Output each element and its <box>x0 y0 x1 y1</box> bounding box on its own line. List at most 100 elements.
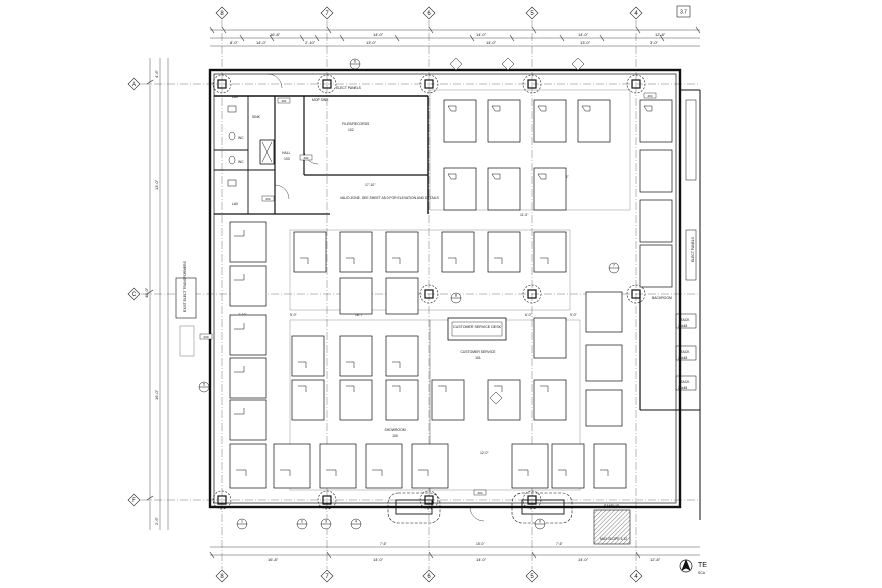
grid-bubble-C[interactable]: C <box>127 287 141 301</box>
room-backroom: BACKROOM <box>652 296 672 300</box>
svg-text:3.7: 3.7 <box>680 10 687 16</box>
dim-overall-5: 12'-8" <box>655 32 666 37</box>
svg-text:7: 7 <box>613 264 615 268</box>
grid-bubble-6-bottom[interactable]: 6 <box>422 569 436 583</box>
detail-tag-4[interactable]: 4 <box>350 518 362 530</box>
svg-text:203: 203 <box>265 197 270 201</box>
detail-tag-9[interactable]: 9 <box>534 518 546 530</box>
grid-bubble-7-bottom[interactable]: 7 <box>320 569 334 583</box>
detail-tag-6[interactable]: 6 <box>349 58 361 70</box>
dim-overall-1: 16'-8" <box>270 32 281 37</box>
detail-tag-1[interactable]: 1 <box>236 518 248 530</box>
dim-bottom-3: 14'-0" <box>476 557 487 562</box>
detail-tag-3[interactable]: 3 <box>320 518 332 530</box>
detail-tag-8[interactable]: 8 <box>450 292 462 304</box>
svg-text:F: F <box>132 498 136 504</box>
svg-text:SCA: SCA <box>698 571 706 575</box>
dim-int-12: 6'-0" <box>525 313 533 317</box>
svg-text:204: 204 <box>647 94 652 98</box>
dim-int-11: 12'-0" <box>480 451 489 455</box>
svg-text:MAX SLOPE 1:12: MAX SLOPE 1:12 <box>600 537 627 541</box>
detail-tag-7[interactable]: 7 <box>608 262 620 274</box>
svg-text:EXIST ELECT TRANSFORMERS: EXIST ELECT TRANSFORMERS <box>183 260 187 312</box>
row-grid-bubbles: A C F <box>127 77 141 507</box>
column-A7 <box>317 74 337 94</box>
section-marker-top-3[interactable] <box>571 57 585 71</box>
dim-overall-2: 14'-0" <box>373 32 384 37</box>
room-wc-2: WC <box>238 160 244 164</box>
svg-text:CUSTOMER SERVICE DESK: CUSTOMER SERVICE DESK <box>453 325 502 329</box>
column-F7 <box>317 490 337 510</box>
dim-left-overall: 48'-0" <box>144 287 149 298</box>
svg-text:8: 8 <box>220 574 224 580</box>
bed-unit-bottom-row <box>229 443 627 489</box>
section-marker-top-1[interactable] <box>449 57 463 71</box>
dim-top-6: 14'-0" <box>486 40 497 45</box>
dim-top-2: 14'-0" <box>256 40 267 45</box>
column-grid-bubbles-top: 8 7 6 5 4 3.7 <box>215 5 691 20</box>
bed-unit-right-col <box>585 291 623 427</box>
dim-bottom-detail-5: 7'-6" <box>556 542 564 546</box>
exist-transformers: EXIST ELECT TRANSFORMERS <box>175 260 197 357</box>
svg-text:6: 6 <box>354 60 356 64</box>
grid-bubble-A[interactable]: A <box>127 77 141 91</box>
door-tag-203: 203 <box>261 195 275 202</box>
grid-bubble-5-bottom[interactable]: 5 <box>525 569 539 583</box>
svg-text:7: 7 <box>325 574 329 580</box>
room-hall-number: 103 <box>284 157 290 161</box>
grid-bubble-6-top[interactable]: 6 <box>422 6 436 20</box>
north-arrow-icon <box>679 559 693 573</box>
svg-text:5: 5 <box>203 383 205 387</box>
back-of-house <box>214 73 429 215</box>
grid-bubble-5-top[interactable]: 5 <box>525 6 539 20</box>
grid-bubble-8-top[interactable]: 8 <box>215 6 229 20</box>
grid-bubble-4-top[interactable]: 4 <box>629 6 643 20</box>
room-mop-sink: MOP SINK <box>312 98 329 102</box>
customer-service-desk[interactable]: CUSTOMER SERVICE DESK CUSTOMER SERVICE 1… <box>447 317 507 360</box>
bed-unit-center-lower <box>291 317 567 421</box>
svg-text:A: A <box>132 82 136 88</box>
grid-bubble-F[interactable]: F <box>127 493 141 507</box>
dim-left-5: 2'-6" <box>154 516 159 525</box>
dim-int-2: 11'-0" <box>520 213 529 217</box>
svg-text:VALID ZONE. SEE SHEET A5.0 FOR: VALID ZONE. SEE SHEET A5.0 FOR ELEVATION… <box>340 196 440 200</box>
sheet-ref-tag[interactable]: 3.7 <box>676 5 691 18</box>
dim-bottom-detail-3: 15'-0" <box>476 542 485 546</box>
column-A4 <box>626 74 646 94</box>
ramp: RAMP UP MAX SLOPE 1:12 <box>593 504 631 545</box>
column-A6 <box>419 74 439 94</box>
detail-tags: 1 2 3 4 5 6 7 8 9 <box>198 57 620 530</box>
svg-text:202: 202 <box>303 156 308 160</box>
grid-bubble-4-bottom[interactable]: 4 <box>629 569 643 583</box>
svg-text:8: 8 <box>455 294 457 298</box>
svg-text:200: 200 <box>203 335 208 339</box>
section-marker-top-2[interactable] <box>501 57 515 71</box>
svg-text:7: 7 <box>325 11 329 17</box>
valid-zone-note: VALID ZONE. SEE SHEET A5.0 FOR ELEVATION… <box>340 196 440 200</box>
detail-tag-5[interactable]: 5 <box>198 381 210 393</box>
backroom-labels: BACKROOM RACK 24x48 RACK 24x48 RACK 24x4… <box>652 236 695 390</box>
section-marker-mid[interactable] <box>489 391 503 405</box>
dim-overall-3: 14'-0" <box>476 32 487 37</box>
exterior-walls <box>208 68 701 520</box>
dim-bottom-detail-1: 7'-6" <box>380 542 388 546</box>
room-files-number: 102 <box>348 128 354 132</box>
dim-int-7: 5'-0" <box>290 313 298 317</box>
grid-bubble-8-bottom[interactable]: 8 <box>215 569 229 583</box>
room-customer-service: CUSTOMER SERVICE <box>460 350 496 354</box>
svg-text:2: 2 <box>301 520 303 524</box>
svg-text:6: 6 <box>427 574 431 580</box>
backroom <box>639 99 700 411</box>
room-elect-panels-right: ELECT PANELS <box>691 236 695 262</box>
showroom-label: SHOWROOM 100 <box>384 428 405 438</box>
dim-int-5: 18'-7" <box>355 313 364 317</box>
room-lav-top: LAV <box>232 95 239 99</box>
dimension-lines <box>146 26 701 559</box>
grid-bubble-7-top[interactable]: 7 <box>320 6 334 20</box>
dim-int-13: 9'-0" <box>570 313 578 317</box>
detail-tag-2[interactable]: 2 <box>296 518 308 530</box>
room-customer-service-number: 101 <box>475 356 481 360</box>
door-tag-200: 200 <box>199 333 213 340</box>
svg-text:204: 204 <box>477 491 482 495</box>
dim-left-2: 13'-0" <box>154 179 159 190</box>
